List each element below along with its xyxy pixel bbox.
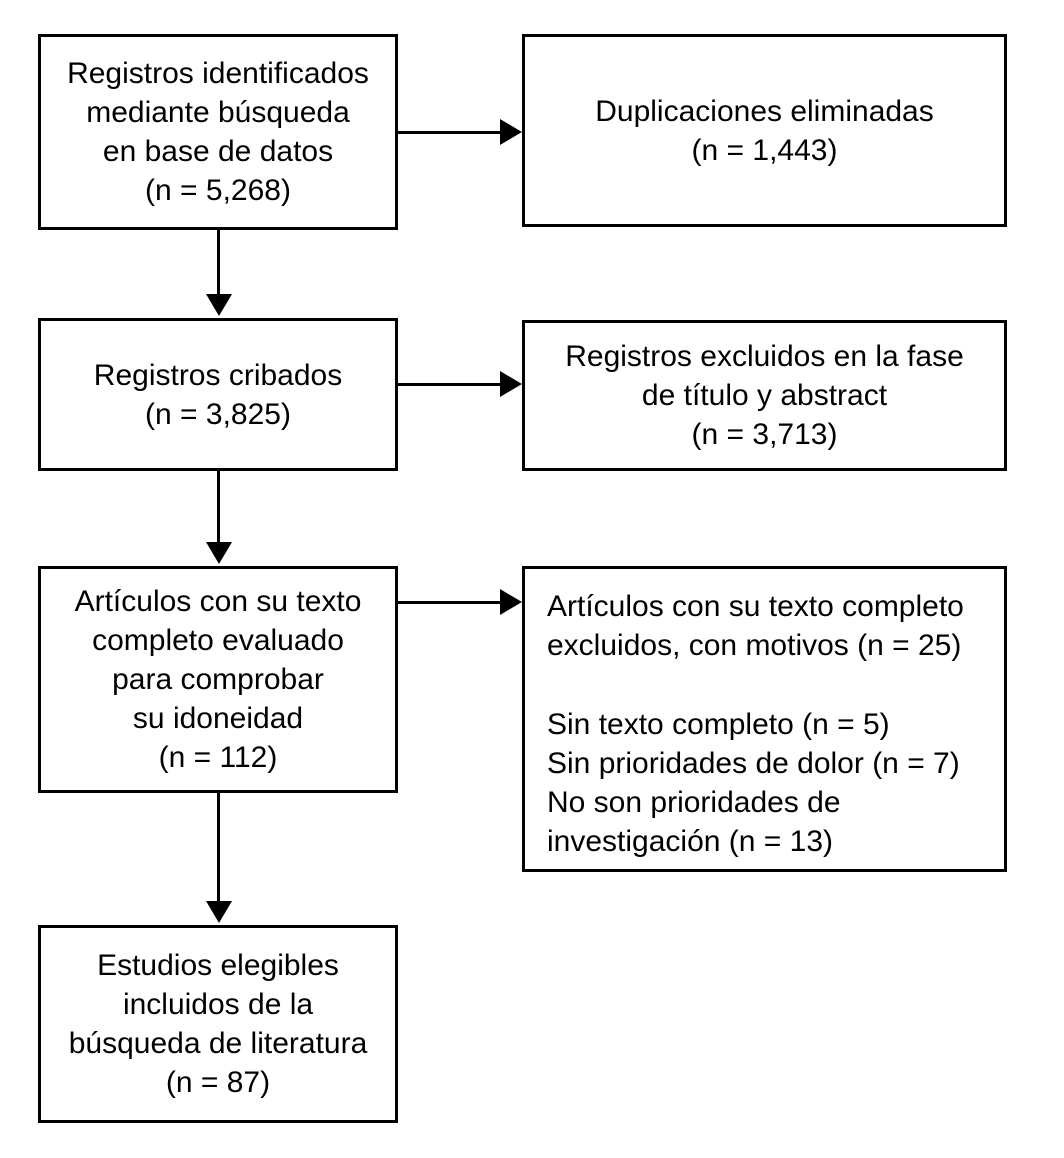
box-records-identified: Registros identificados mediante búsqued…: [38, 34, 398, 230]
connector-screened-to-excluded: [398, 383, 506, 386]
box-line: No son prioridades de: [547, 786, 841, 819]
box-line: (n = 5,268): [145, 174, 291, 207]
box-line: Duplicaciones eliminadas: [595, 94, 934, 128]
box-line: Registros cribados: [93, 358, 343, 392]
arrowhead-right-icon: [500, 371, 522, 397]
arrowhead-down-icon: [206, 901, 232, 923]
arrowhead-right-icon: [500, 119, 522, 145]
box-line: Registros identificados: [67, 57, 369, 90]
box-line: búsqueda de literatura: [68, 1027, 368, 1060]
connector-screened-to-fulltext: [217, 471, 220, 544]
box-line: Artículos con su texto: [74, 585, 362, 618]
box-line: excluidos, con motivos (n = 25): [547, 629, 962, 662]
box-line: (n = 112): [158, 741, 278, 774]
box-fulltext-assessed: Artículos con su texto completo evaluado…: [38, 566, 398, 793]
box-line: para comprobar: [112, 663, 324, 696]
arrowhead-down-icon: [206, 542, 232, 564]
box-line: incluidos de la: [122, 988, 314, 1021]
box-line: en base de datos: [102, 135, 334, 168]
connector-fulltext-to-excluded: [398, 601, 506, 604]
box-line: Sin texto completo (n = 5): [547, 708, 890, 741]
box-line: (n = 3,713): [691, 418, 838, 451]
box-line: (n = 1,443): [691, 133, 838, 167]
box-line: de título y abstract: [641, 379, 888, 412]
box-line: Artículos con su texto completo: [547, 590, 964, 623]
box-line: (n = 87): [165, 1066, 271, 1099]
box-line: (n = 3,825): [145, 397, 291, 431]
box-studies-included: Estudios elegibles incluidos de la búsqu…: [38, 925, 398, 1123]
box-line: mediante búsqueda: [86, 96, 350, 129]
box-line: Registros excluidos en la fase: [565, 340, 964, 373]
arrowhead-right-icon: [500, 589, 522, 615]
box-line: investigación (n = 13): [547, 825, 833, 858]
connector-identified-to-screened: [217, 230, 220, 296]
box-fulltext-excluded: Artículos con su texto completo excluido…: [522, 566, 1007, 872]
box-line: completo evaluado: [92, 624, 344, 657]
arrowhead-down-icon: [206, 294, 232, 316]
connector-fulltext-to-included: [217, 793, 220, 903]
box-records-screened: Registros cribados (n = 3,825): [38, 318, 398, 471]
box-excluded-title-abstract: Registros excluidos en la fase de título…: [522, 320, 1007, 471]
box-duplicates-removed: Duplicaciones eliminadas (n = 1,443): [522, 34, 1007, 227]
box-line: Estudios elegibles: [97, 949, 339, 982]
box-line: Sin prioridades de dolor (n = 7): [547, 747, 960, 780]
connector-identified-to-duplicates: [398, 131, 506, 134]
box-line: su idoneidad: [132, 702, 304, 735]
